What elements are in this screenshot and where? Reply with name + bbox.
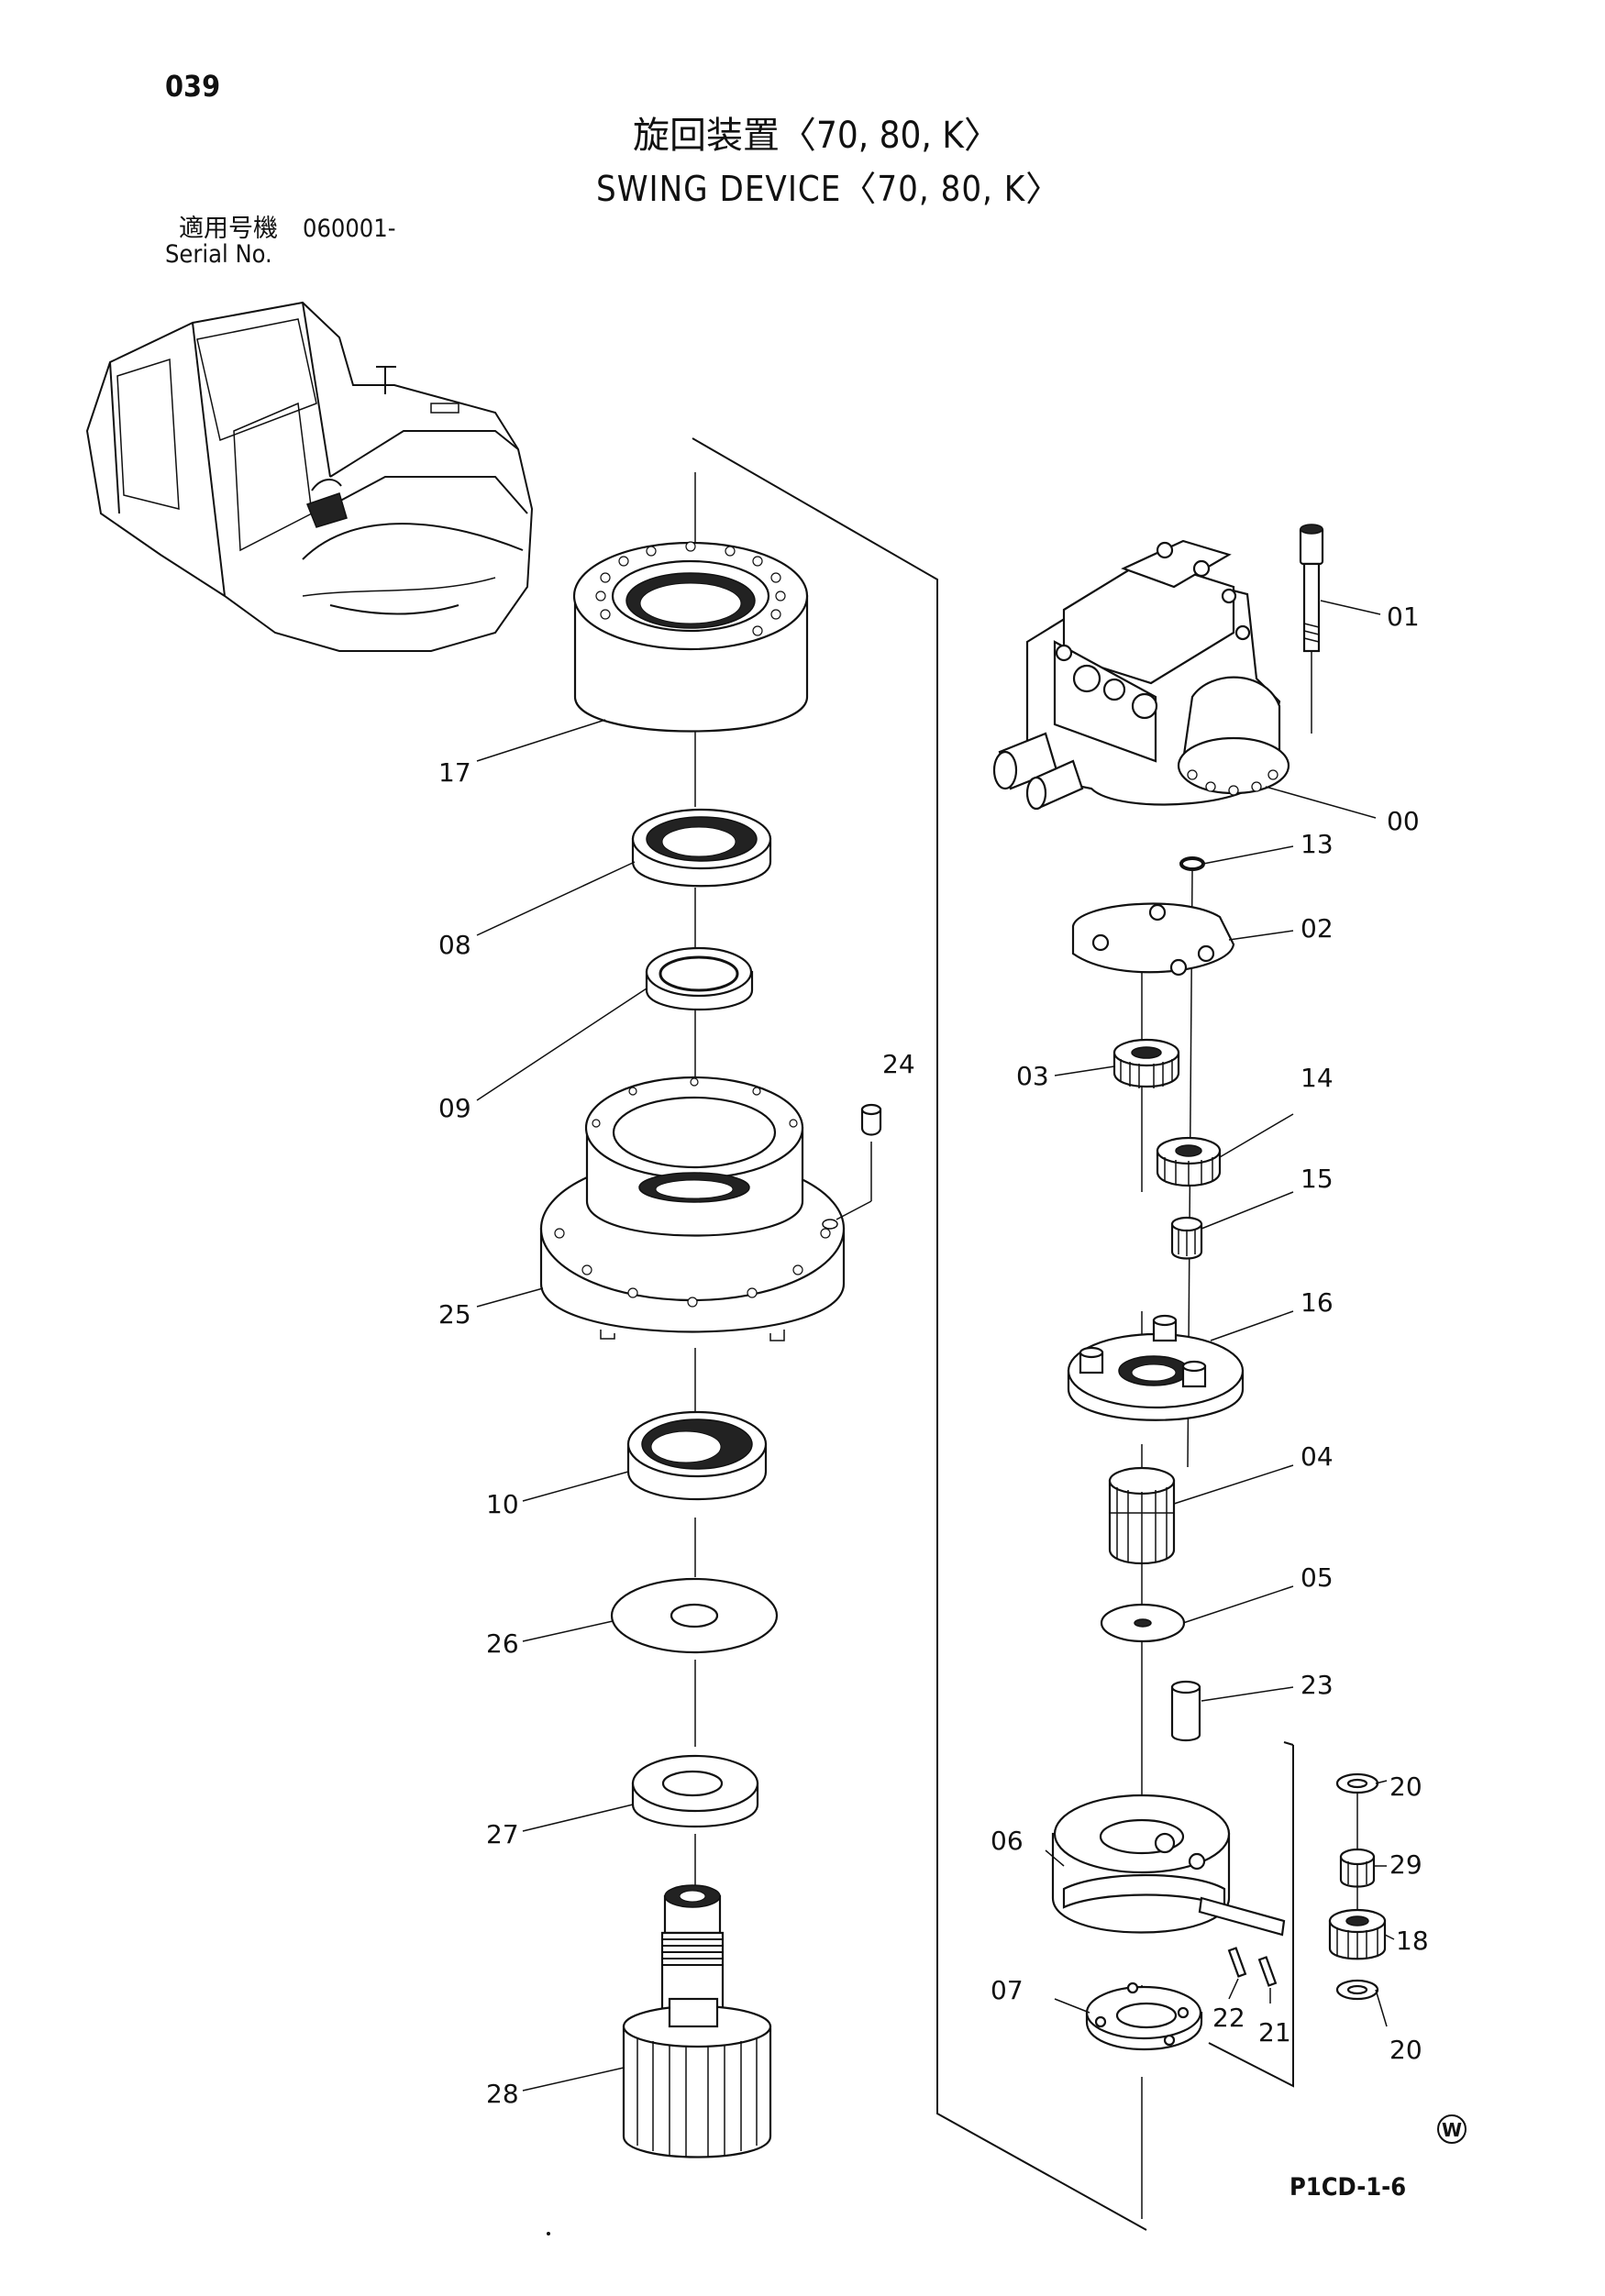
assembly-frame-left-line: [692, 437, 1147, 2231]
callout-04: 04: [1301, 1441, 1334, 1472]
callout-06: 06: [991, 1826, 1024, 1856]
svg-text:W: W: [1442, 2119, 1462, 2141]
part-23-pin: [1170, 1680, 1201, 1742]
callout-21: 21: [1258, 2017, 1291, 2048]
title-english: SWING DEVICE〈70, 80, K〉: [596, 169, 1062, 209]
callout-05: 05: [1301, 1562, 1334, 1593]
callout-01: 01: [1387, 602, 1420, 632]
callout-18: 18: [1396, 1926, 1429, 1956]
part-26-plate: [610, 1577, 779, 1654]
callout-26: 26: [486, 1628, 519, 1659]
callout-14: 14: [1301, 1063, 1334, 1093]
callout-02: 02: [1301, 913, 1334, 944]
callout-labels: 01 00 13 02 03 14 15 16 04 05 23 06 20 2…: [438, 602, 1429, 2109]
part-21-spring-pin: [1257, 1956, 1278, 1987]
callout-09: 09: [438, 1093, 471, 1123]
callout-20-upper: 20: [1389, 1772, 1422, 1802]
callout-15: 15: [1301, 1164, 1334, 1194]
part-15-needle-bearing: [1170, 1216, 1203, 1260]
part-17-ring-gear: [572, 541, 809, 733]
callout-20-lower: 20: [1389, 2035, 1422, 2065]
callout-13: 13: [1301, 829, 1334, 859]
excavator-locator-sketch: [85, 301, 534, 652]
part-05-thrust-plate: [1100, 1603, 1186, 1643]
callout-03: 03: [1016, 1061, 1049, 1091]
part-01-socket-bolt: [1299, 524, 1324, 653]
part-02-plate: [1071, 902, 1235, 977]
callout-22: 22: [1212, 2003, 1245, 2033]
pinion-subassembly-frame: [1208, 1741, 1294, 2088]
w-mark: W: [1437, 2114, 1467, 2144]
callout-24: 24: [882, 1049, 915, 1079]
serial-label-japanese: 適用号機 060001-: [179, 215, 396, 243]
leader-lines: [476, 600, 1395, 2092]
part-29-needle-bearing: [1339, 1848, 1376, 1888]
part-27-collar: [631, 1754, 759, 1827]
callout-00: 00: [1387, 806, 1420, 836]
part-06-carrier: [1051, 1794, 1286, 1937]
serial-label-english: Serial No.: [165, 240, 272, 269]
part-22-spring-pin: [1227, 1947, 1247, 1978]
part-20-thrust-washer-lower: [1335, 1979, 1379, 2001]
part-07-plate: [1085, 1981, 1203, 2050]
callout-28: 28: [486, 2079, 519, 2109]
callout-16: 16: [1301, 1287, 1334, 1318]
part-04-sun-gear: [1108, 1466, 1176, 1564]
part-10-bearing: [626, 1410, 768, 1501]
part-08-bearing: [631, 808, 772, 888]
callout-27: 27: [486, 1819, 519, 1849]
part-03-gear: [1112, 1038, 1180, 1088]
part-13-o-ring: [1179, 856, 1205, 871]
part-09-oil-seal: [645, 946, 754, 1011]
part-20-thrust-washer-upper: [1335, 1772, 1379, 1794]
page-code: P1CD-1-6: [1290, 2173, 1407, 2202]
part-18-planetary-gear: [1328, 1908, 1387, 1960]
stray-dot: [547, 2232, 550, 2235]
callout-17: 17: [438, 757, 471, 788]
callout-08: 08: [438, 930, 471, 960]
page-number: 039: [165, 69, 221, 104]
part-14-gear: [1156, 1136, 1222, 1187]
callout-23: 23: [1301, 1670, 1334, 1700]
part-28-pinion-shaft: [622, 1884, 772, 2158]
callout-29: 29: [1389, 1849, 1422, 1880]
callout-10: 10: [486, 1489, 519, 1519]
callout-07: 07: [991, 1975, 1024, 2005]
assembly-axis-right: [1141, 646, 1358, 2219]
title-japanese: 旋回装置〈70, 80, K〉: [633, 115, 1001, 157]
part-25-swing-housing: [539, 1076, 846, 1341]
callout-25: 25: [438, 1299, 471, 1330]
part-16-carrier: [1067, 1314, 1245, 1421]
part-24-plug: [822, 1103, 882, 1230]
part-00-swing-motor: [992, 539, 1290, 811]
